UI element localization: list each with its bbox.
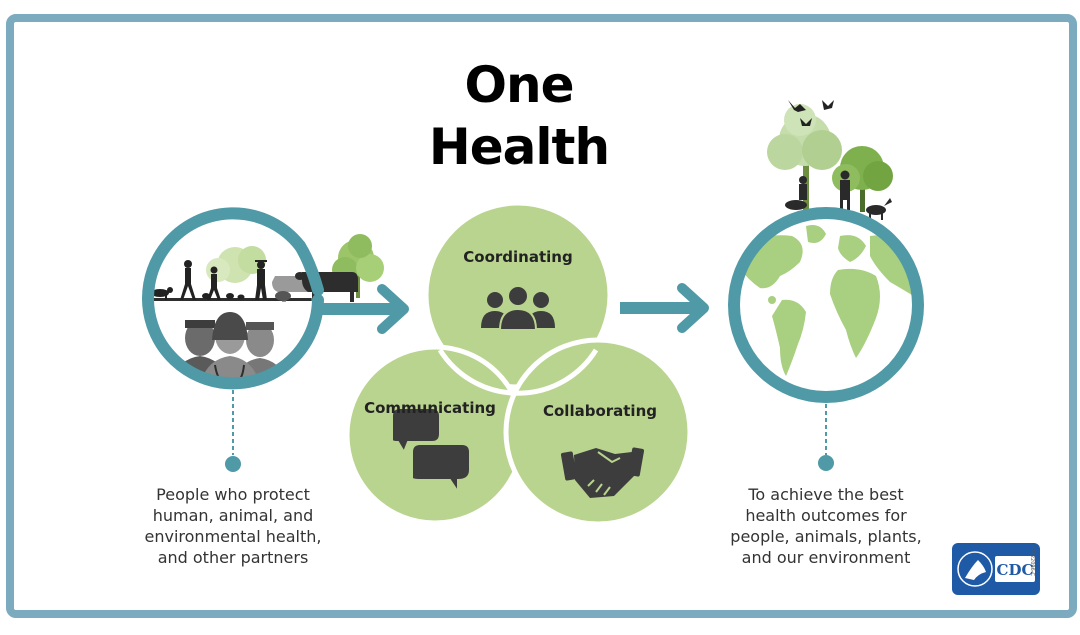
arrow-head-icon	[677, 283, 709, 333]
forest-icon	[767, 104, 893, 215]
left-caption-line: People who protect	[156, 485, 310, 504]
bats-icon	[788, 100, 834, 126]
handshake-icon	[560, 447, 645, 498]
left-caption-line: human, animal, and	[152, 506, 314, 525]
people-ring	[142, 207, 324, 390]
title-line-1: One	[464, 56, 574, 114]
right-caption-line: people, animals, plants,	[730, 527, 922, 546]
cdc-logo-text: CDC	[997, 561, 1034, 579]
arrow-head-icon	[377, 284, 409, 334]
people-group-icon	[481, 285, 555, 331]
cdc-logo: CDC	[952, 543, 1040, 595]
right-caption: To achieve the best health outcomes for …	[716, 484, 936, 568]
left-caption: People who protect human, animal, and en…	[128, 484, 338, 568]
left-caption-line: and other partners	[157, 548, 309, 567]
collaborating-label: Collaborating	[542, 402, 657, 420]
activity-circles	[344, 200, 709, 527]
hhs-seal-icon	[957, 551, 993, 587]
title-line-2: Health	[428, 118, 610, 176]
coordinating-label: Coordinating	[463, 248, 573, 266]
right-caption-line: To achieve the best	[748, 485, 904, 504]
people-goats-silhouettes	[785, 170, 892, 220]
globe-group	[728, 100, 924, 471]
document-code: CS322096-C	[1029, 545, 1035, 577]
people-ring-group	[142, 207, 409, 472]
communicating-label: Communicating	[364, 399, 496, 417]
left-stem-dot	[225, 456, 241, 472]
left-caption-line: environmental health,	[144, 527, 322, 546]
right-caption-line: health outcomes for	[745, 506, 907, 525]
right-stem-dot	[818, 455, 834, 471]
people-animals-silhouettes	[151, 260, 267, 300]
right-caption-line: and our environment	[741, 548, 911, 567]
speech-bubbles-icon	[391, 407, 471, 496]
